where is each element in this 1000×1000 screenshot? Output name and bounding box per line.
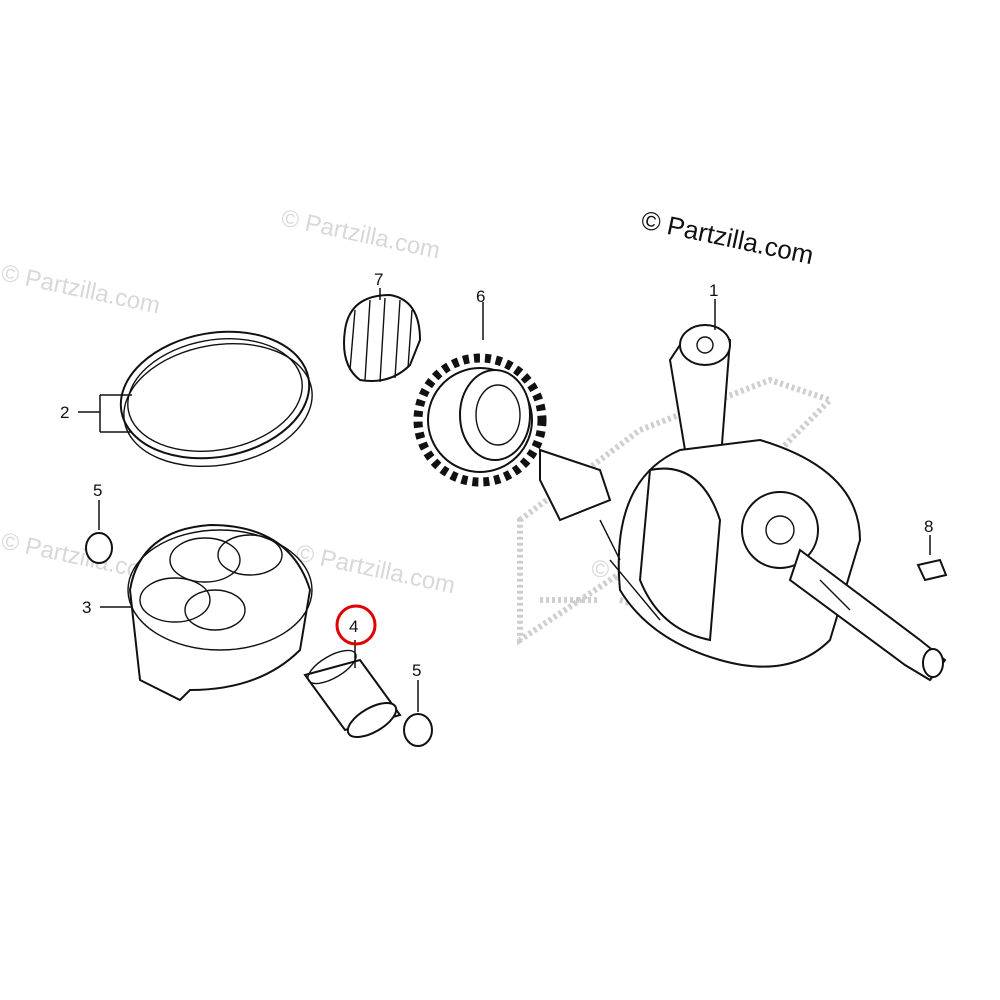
callout-7: 7 xyxy=(374,270,383,289)
callout-2: 2 xyxy=(60,403,69,422)
piston-pin-clip xyxy=(85,532,113,564)
piston-ring-set xyxy=(119,330,313,468)
callout-5: 5 xyxy=(412,661,421,680)
watermark: © Partzilla.com xyxy=(294,539,458,599)
piston-pin-clip xyxy=(403,713,433,747)
watermark: © Partzilla.com xyxy=(0,259,163,319)
watermark-main: © Partzilla.com xyxy=(639,205,817,271)
crankshaft xyxy=(539,324,947,682)
callout-6: 6 xyxy=(476,287,485,306)
highlight-circle xyxy=(335,604,377,646)
leader-lines xyxy=(78,288,931,712)
callout-8: 8 xyxy=(924,517,933,536)
watermark: © Partzilla.com xyxy=(279,204,443,264)
gear xyxy=(413,353,547,487)
needle-bearing xyxy=(343,293,422,383)
callout-5: 5 xyxy=(93,481,102,500)
callout-1: 1 xyxy=(709,281,718,300)
woodruff-key xyxy=(916,558,948,582)
callout-3: 3 xyxy=(82,598,91,617)
piston-pin xyxy=(303,649,402,739)
callout-4: 4 xyxy=(349,617,358,636)
piston xyxy=(127,523,313,702)
